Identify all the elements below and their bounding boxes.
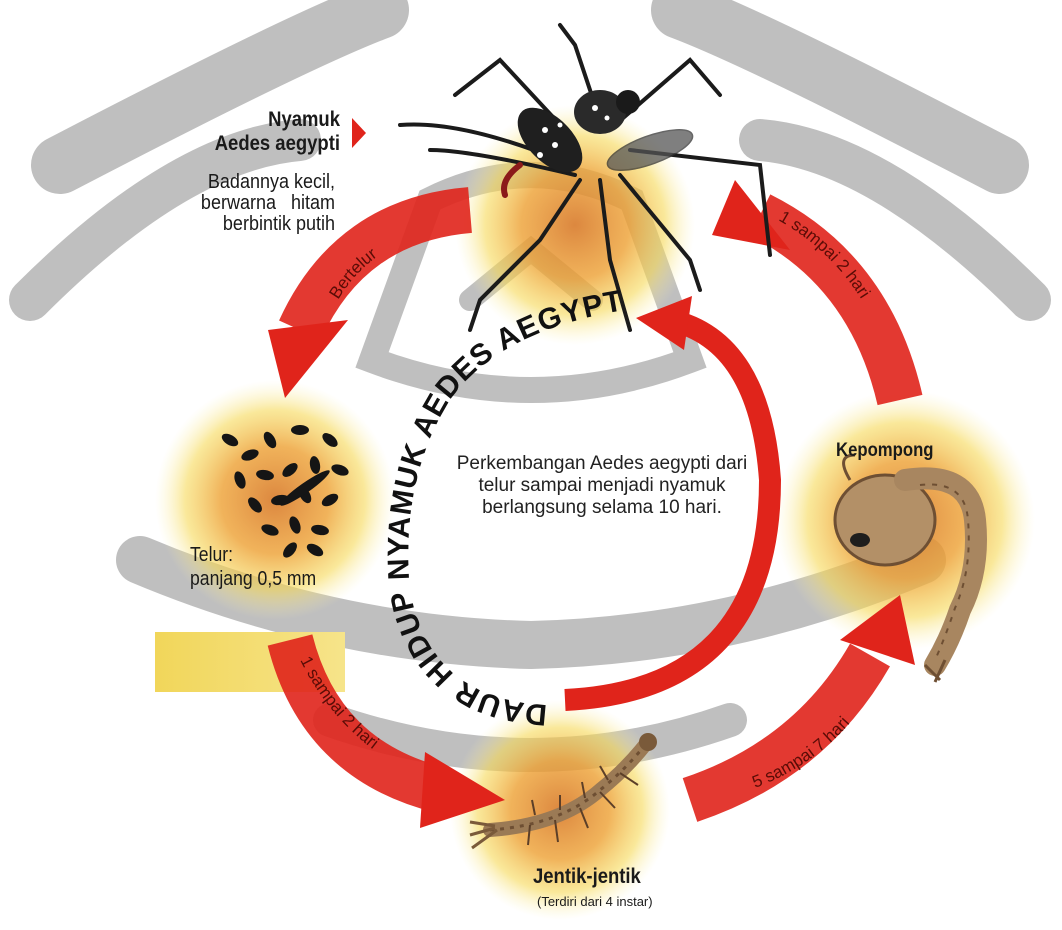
egg-label-line2: panjang 0,5 mm <box>190 567 316 591</box>
mosquito-desc-line2: berwarna hitam <box>151 193 336 214</box>
larva-label: Jentik-jentik <box>533 865 641 889</box>
mosquito-label-marker <box>352 118 366 148</box>
egg-label-line1: Telur: <box>190 543 316 567</box>
egg-label: Telur: panjang 0,5 mm <box>190 543 316 591</box>
mosquito-desc-line3: berbintik putih <box>151 214 336 235</box>
mosquito-title-line2: Aedes aegypti <box>182 132 340 156</box>
larva-sublabel: (Terdiri dari 4 instar) <box>537 894 653 909</box>
pupa-label: Kepompong <box>836 440 934 462</box>
mosquito-desc-line1: Badannya kecil, <box>151 172 336 193</box>
mosquito-title: Nyamuk Aedes aegypti <box>182 108 340 156</box>
center-description: Perkembangan Aedes aegypti dari telur sa… <box>452 453 752 519</box>
mosquito-title-line1: Nyamuk <box>182 108 340 132</box>
mosquito-description: Badannya kecil, berwarna hitam berbintik… <box>151 172 336 235</box>
